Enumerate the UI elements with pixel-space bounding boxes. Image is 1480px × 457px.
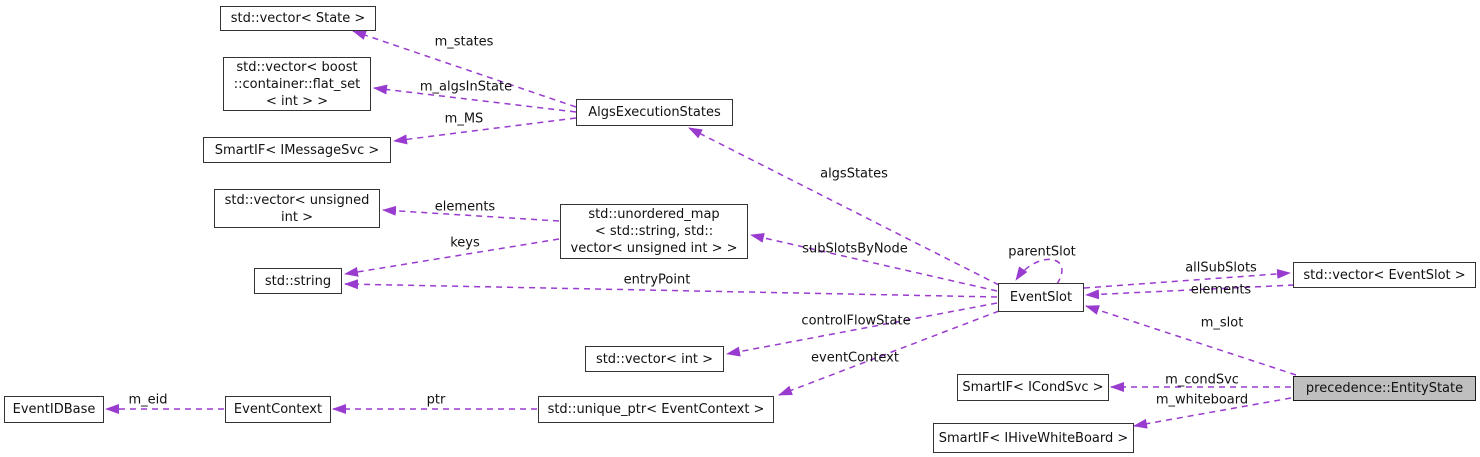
edge-label-algs-states: algsStates — [820, 166, 888, 182]
node-std-vector-state[interactable]: std::vector< State > — [220, 6, 376, 31]
node-event-context[interactable]: EventContext — [225, 396, 331, 423]
edge-algs-states — [688, 127, 1000, 286]
edge-label-event-context: eventContext — [811, 350, 899, 366]
edge-all-sub-slots — [1083, 268, 1291, 289]
edge-label-keys: keys — [450, 235, 480, 251]
edge-entry-point — [344, 279, 998, 298]
edge-label-ptr: ptr — [426, 392, 446, 408]
edge-label-entry-point: entryPoint — [623, 272, 691, 288]
edge-m-ms — [393, 117, 577, 145]
node-label: std::unique_ptr< EventContext > — [547, 402, 765, 417]
node-label: std::vector< boost — [236, 59, 358, 75]
node-event-id-base[interactable]: EventIDBase — [4, 396, 104, 423]
node-event-slot[interactable]: EventSlot — [998, 283, 1084, 312]
node-label: precedence::EntityState — [1305, 381, 1464, 396]
node-std-unique-ptr-event-context[interactable]: std::unique_ptr< EventContext > — [538, 396, 774, 423]
edge-label-m-states: m_states — [434, 34, 494, 50]
edge-label-elements-vec: elements — [1190, 282, 1252, 298]
node-label: EventIDBase — [12, 402, 96, 417]
node-label: < std::string, std:: — [594, 224, 714, 239]
node-smartif-imessagesvc[interactable]: SmartIF< IMessageSvc > — [203, 137, 391, 163]
edge-label-sub-slots-by-node: subSlotsByNode — [802, 241, 908, 257]
node-algs-execution-states[interactable]: AlgsExecutionStates — [576, 99, 733, 126]
node-label: ::container::flat_set — [233, 76, 361, 92]
edge-label-m-algs-in-state: m_algsInState — [419, 79, 513, 95]
edge-m-slot — [1085, 305, 1297, 376]
edge-label-parent-slot: parentSlot — [1008, 244, 1076, 260]
node-label: SmartIF< IMessageSvc > — [214, 142, 380, 158]
node-label: std::vector< State > — [230, 11, 366, 26]
node-std-vector-event-slot[interactable]: std::vector< EventSlot > — [1293, 262, 1476, 288]
node-std-vector-flat-set[interactable]: std::vector< boost::container::flat_set<… — [223, 57, 371, 111]
node-label: < int > > — [265, 93, 329, 109]
edge-control-flow-state — [726, 302, 998, 357]
edge-m-whiteboard — [1133, 397, 1292, 429]
node-precedence-entity-state: precedence::EntityState — [1293, 376, 1476, 401]
node-label: std::vector< unsigned — [224, 192, 370, 208]
edge-label-m-cond-svc: m_condSvc — [1165, 372, 1239, 388]
edge-label-elements-map: elements — [434, 199, 496, 215]
edge-label-m-whiteboard: m_whiteboard — [1155, 392, 1249, 408]
node-label: int > — [281, 209, 313, 225]
edge-label-m-slot: m_slot — [1200, 315, 1244, 331]
node-label: std::string — [264, 273, 332, 289]
edge-label-m-eid: m_eid — [128, 392, 168, 408]
node-label: AlgsExecutionStates — [588, 105, 721, 120]
node-label: std::unordered_map — [588, 207, 720, 222]
edge-elements-vec — [1085, 284, 1295, 300]
node-label: SmartIF< ICondSvc > — [962, 380, 1104, 395]
edge-sub-slots-by-node — [750, 233, 998, 292]
node-label: std::vector< EventSlot > — [1303, 267, 1466, 283]
edge-label-all-sub-slots: allSubSlots — [1185, 260, 1257, 276]
edge-label-m-ms: m_MS — [444, 111, 484, 127]
node-smartif-ihivewhiteboard[interactable]: SmartIF< IHiveWhiteBoard > — [933, 423, 1134, 453]
edge-label-control-flow-state: controlFlowState — [801, 313, 911, 329]
edge-keys — [344, 238, 560, 277]
edge-m-algs-in-state — [373, 84, 577, 113]
edge-parent-slot — [1015, 258, 1063, 285]
edge-elements-map — [382, 205, 560, 222]
node-label: EventSlot — [1009, 290, 1073, 305]
node-label: std::vector< int > — [595, 351, 714, 367]
node-std-vector-int[interactable]: std::vector< int > — [585, 346, 724, 372]
node-std-unordered-map[interactable]: std::unordered_map< std::string, std::ve… — [560, 204, 748, 259]
node-smartif-icondsvc[interactable]: SmartIF< ICondSvc > — [957, 374, 1109, 401]
node-std-string[interactable]: std::string — [254, 268, 342, 294]
node-label: SmartIF< IHiveWhiteBoard > — [938, 430, 1129, 446]
node-label: EventContext — [233, 402, 323, 417]
node-label: vector< unsigned int > > — [570, 241, 738, 256]
